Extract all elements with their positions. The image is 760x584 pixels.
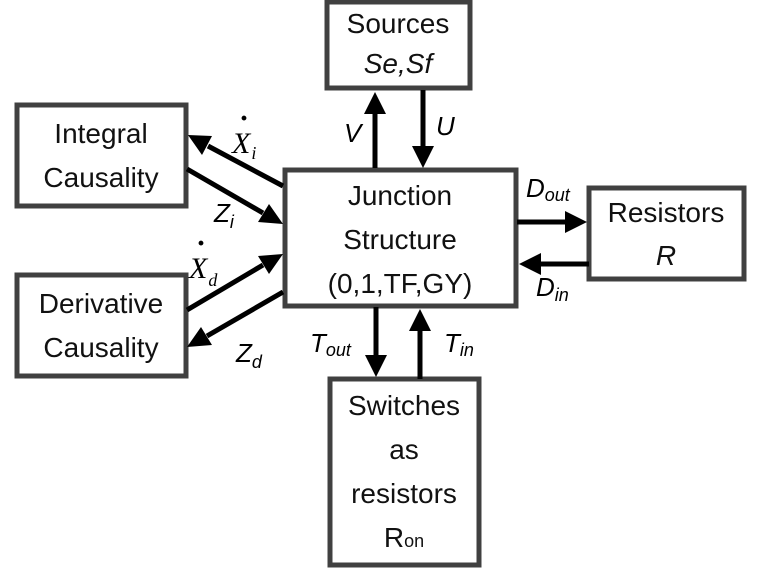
- junction-line2: Structure: [343, 224, 457, 255]
- label-zd: Zd: [235, 338, 263, 372]
- label-dout: Dout: [526, 173, 571, 205]
- junction-line1: Junction: [348, 180, 452, 211]
- integral-line2: Causality: [43, 162, 158, 193]
- label-xd: Xd: [188, 252, 218, 290]
- switches-line3: resistors: [351, 478, 457, 509]
- sources-subtitle: Se,Sf: [364, 48, 436, 79]
- switches-line2: as: [389, 434, 419, 465]
- label-xi: Xi: [231, 127, 256, 163]
- label-xd-dot: ·: [196, 227, 206, 260]
- switches-node: Switches as resistors Ron: [327, 376, 482, 568]
- arrow-tin: [409, 309, 431, 379]
- label-tout: Tout: [310, 328, 352, 360]
- label-v: V: [344, 118, 364, 148]
- derivative-causality-node: Derivative Causality: [14, 272, 189, 379]
- label-tin: Tin: [444, 328, 474, 360]
- resistors-title: Resistors: [608, 197, 725, 228]
- sources-title: Sources: [347, 8, 450, 39]
- integral-causality-node: Integral Causality: [14, 102, 189, 209]
- switches-line4: Ron: [384, 522, 424, 553]
- switches-line1: Switches: [348, 390, 460, 421]
- arrow-u: [412, 90, 434, 168]
- resistors-subtitle: R: [656, 240, 676, 271]
- arrow-zi: [185, 166, 283, 224]
- sources-node: Sources Se,Sf: [324, 0, 473, 91]
- arrow-zd: [187, 289, 285, 347]
- label-xi-dot: ·: [239, 102, 249, 135]
- arrow-din: [519, 253, 589, 275]
- junction-structure-node: Junction Structure (0,1,TF,GY): [282, 167, 519, 309]
- resistors-node: Resistors R: [586, 185, 747, 282]
- arrow-xd: [185, 254, 283, 313]
- derivative-line1: Derivative: [39, 288, 163, 319]
- arrow-xi: [188, 135, 285, 189]
- arrow-dout: [517, 211, 587, 233]
- integral-line1: Integral: [54, 118, 147, 149]
- junction-line3: (0,1,TF,GY): [328, 268, 473, 299]
- derivative-line2: Causality: [43, 332, 158, 363]
- arrow-v: [364, 92, 386, 168]
- label-u: U: [436, 111, 455, 141]
- label-zi: Zi: [213, 198, 235, 232]
- arrow-tout: [365, 307, 387, 377]
- label-din: Din: [536, 272, 569, 305]
